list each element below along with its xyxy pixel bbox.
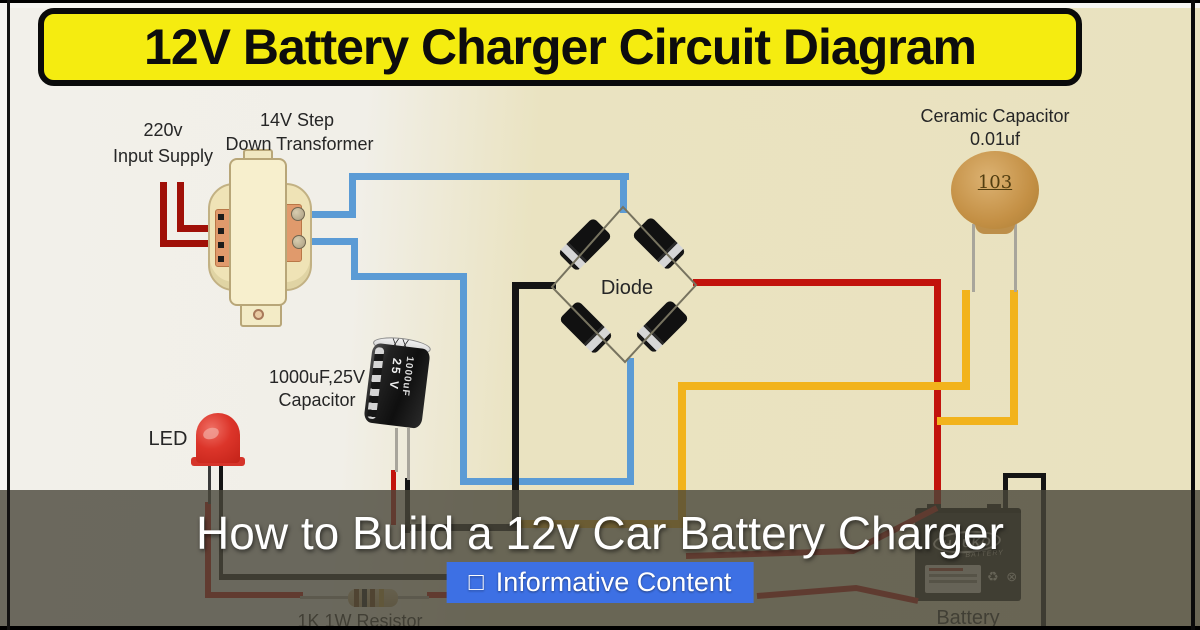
badge-text: Informative Content bbox=[495, 567, 732, 597]
transformer-label-line2: Down Transformer bbox=[225, 134, 374, 154]
led-label: LED bbox=[148, 428, 188, 450]
led-lead-left bbox=[208, 466, 211, 504]
ceramic-capacitor-label-line1: Ceramic Capacitor bbox=[920, 106, 1070, 126]
input-supply-label-line1: 220v bbox=[143, 120, 183, 140]
wire-ac-input-1-vertical bbox=[160, 182, 167, 247]
wire-ac-input-2-horizontal bbox=[177, 225, 225, 232]
wire-ac-input-1-horizontal bbox=[160, 240, 225, 247]
wire-secondary-bottom-e bbox=[460, 478, 634, 485]
wire-secondary-bottom-f bbox=[627, 358, 634, 485]
wire-positive-horizontal bbox=[693, 279, 941, 286]
electrolytic-label-line1: 1000uF,25V bbox=[268, 367, 366, 387]
title-banner: 12V Battery Charger Circuit Diagram bbox=[38, 8, 1082, 86]
wire-secondary-top-d bbox=[620, 173, 627, 213]
wire-secondary-bottom-c bbox=[351, 273, 467, 280]
wire-battery-loop-top bbox=[1003, 473, 1046, 478]
wire-secondary-bottom-d bbox=[460, 273, 467, 485]
left-margin bbox=[0, 0, 7, 630]
wire-ac-input-2-vertical bbox=[177, 182, 184, 232]
wire-yellow-cap-left-leg bbox=[962, 290, 970, 390]
top-margin bbox=[0, 3, 1200, 8]
transformer-pin-4 bbox=[218, 256, 224, 262]
wire-secondary-bottom-b bbox=[351, 238, 358, 280]
transformer-pin-1 bbox=[218, 214, 224, 220]
transformer-bobbin bbox=[229, 158, 287, 306]
wire-secondary-top-c bbox=[349, 173, 629, 180]
ceramic-cap-lead-left bbox=[972, 224, 975, 292]
wire-secondary-top-a bbox=[303, 211, 356, 218]
wire-positive-vertical bbox=[934, 279, 941, 511]
missing-glyph-icon: □ bbox=[468, 568, 484, 596]
transformer-label-line1: 14V Step bbox=[259, 110, 335, 130]
frame-left bbox=[7, 0, 10, 630]
input-supply-label-line2: Input Supply bbox=[112, 146, 214, 166]
electrolytic-lead-left bbox=[395, 428, 398, 472]
wire-secondary-bottom-a bbox=[303, 238, 358, 245]
electrolytic-lead-right bbox=[407, 428, 410, 480]
bottom-overlay-shade bbox=[0, 490, 1200, 630]
frame-bottom bbox=[0, 626, 1200, 630]
wire-yellow-horizontal-upper bbox=[678, 382, 970, 390]
transformer-screw-bottom bbox=[292, 235, 306, 249]
title-banner-text: 12V Battery Charger Circuit Diagram bbox=[144, 19, 977, 75]
wire-negative-vertical bbox=[512, 282, 519, 531]
wire-secondary-top-b bbox=[349, 173, 356, 218]
frame-right bbox=[1191, 0, 1195, 630]
wire-negative-horizontal bbox=[512, 282, 556, 289]
electrolytic-label-line2: Capacitor bbox=[278, 390, 356, 410]
ceramic-capacitor-code: 103 bbox=[977, 172, 1013, 193]
wire-yellow-to-positive bbox=[937, 417, 1018, 425]
ceramic-capacitor-disc bbox=[951, 151, 1039, 229]
transformer-mount-hole bbox=[253, 309, 264, 320]
informative-content-badge: □ Informative Content bbox=[446, 562, 754, 603]
transformer-pin-2 bbox=[218, 228, 224, 234]
wire-yellow-cap-right-leg bbox=[1010, 290, 1018, 424]
frame-top bbox=[0, 0, 1200, 3]
led-dome bbox=[196, 413, 240, 463]
ceramic-cap-lead-right bbox=[1014, 224, 1017, 292]
ceramic-capacitor-label-line2: 0.01uf bbox=[969, 129, 1021, 149]
wire-yellow-vertical bbox=[678, 382, 686, 528]
diode-bridge-label: Diode bbox=[600, 277, 654, 299]
overlay-title: How to Build a 12v Car Battery Charger bbox=[196, 507, 1004, 559]
transformer-screw-top bbox=[291, 207, 305, 221]
transformer-pin-3 bbox=[218, 242, 224, 248]
